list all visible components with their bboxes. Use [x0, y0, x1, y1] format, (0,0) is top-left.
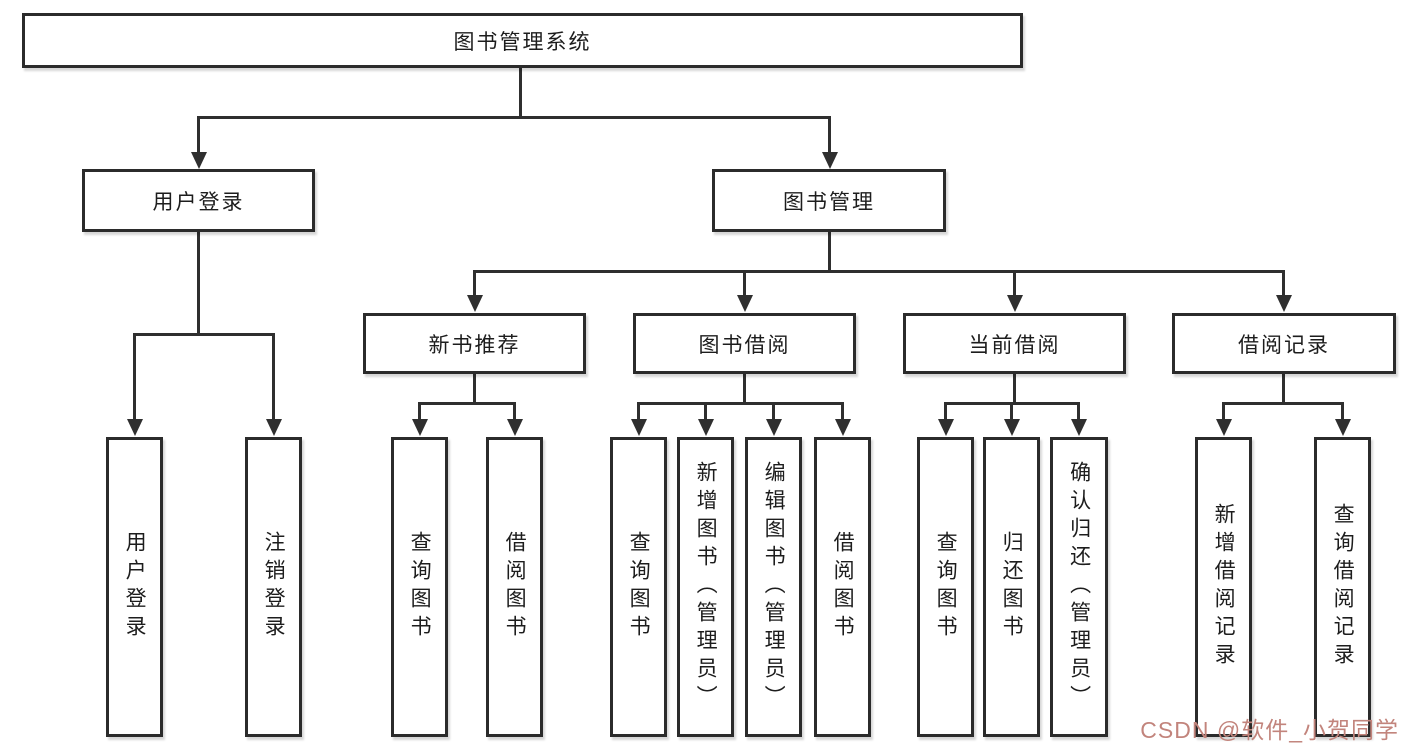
edge-to-leaf — [841, 403, 844, 422]
arrow-down-icon — [736, 295, 753, 312]
edge-to-leaf — [772, 403, 775, 422]
arrow-down-icon — [1215, 419, 1232, 436]
leaf-user-login: 用户登录 — [106, 437, 163, 737]
edge-to-leaf — [944, 403, 947, 422]
arrow-down-icon — [466, 295, 483, 312]
arrow-down-icon — [1006, 295, 1023, 312]
leaf-label: 借阅图书 — [831, 531, 855, 643]
leaf-label: 查询图书 — [627, 531, 651, 643]
edge-to-leaf — [133, 334, 136, 422]
leaf-label: 新增借阅记录 — [1212, 503, 1236, 671]
edge-section-stem — [473, 374, 476, 405]
arrow-down-icon — [126, 419, 143, 436]
arrow-down-icon — [411, 419, 428, 436]
node-current-borrow: 当前借阅 — [903, 313, 1126, 374]
leaf-label: 注销登录 — [262, 531, 286, 643]
arrow-down-icon — [190, 152, 207, 169]
edge-section-stem — [743, 374, 746, 405]
leaf-borrow-books-1: 借阅图书 — [486, 437, 543, 737]
leaf-label: 查询图书 — [408, 531, 432, 643]
edge-to-leaf — [1077, 403, 1080, 422]
leaf-label: 确认归还（管理员） — [1067, 461, 1091, 713]
arrow-down-icon — [821, 152, 838, 169]
node-new-books: 新书推荐 — [363, 313, 586, 374]
node-book-borrow-label: 图书借阅 — [698, 333, 791, 357]
node-root-label: 图书管理系统 — [453, 30, 592, 54]
node-borrow-records: 借阅记录 — [1172, 313, 1396, 374]
leaf-label: 归还图书 — [1000, 531, 1024, 643]
node-user-login: 用户登录 — [82, 169, 315, 232]
arrow-down-icon — [506, 419, 523, 436]
edge-to-leaf — [1010, 403, 1013, 422]
edge-user-login-split — [133, 332, 275, 336]
edge-to-section — [1013, 271, 1016, 298]
node-user-login-label: 用户登录 — [152, 190, 245, 214]
leaf-label: 查询借阅记录 — [1331, 503, 1355, 671]
edge-to-section — [473, 271, 476, 298]
leaf-label: 借阅图书 — [503, 531, 527, 643]
arrow-down-icon — [1003, 419, 1020, 436]
edge-to-section — [1282, 271, 1285, 298]
edge-to-leaf — [704, 403, 707, 422]
leaf-edit-books-admin: 编辑图书（管理员） — [745, 437, 802, 737]
node-current-borrow-label: 当前借阅 — [968, 333, 1061, 357]
node-book-mgmt-label: 图书管理 — [783, 190, 875, 214]
leaf-label: 查询图书 — [934, 531, 958, 643]
edge-section-split — [418, 401, 516, 405]
node-new-books-label: 新书推荐 — [428, 333, 521, 357]
leaf-label: 用户登录 — [123, 531, 147, 643]
leaf-add-books-admin: 新增图书（管理员） — [677, 437, 734, 737]
node-book-mgmt: 图书管理 — [712, 169, 946, 232]
node-root: 图书管理系统 — [22, 13, 1023, 68]
leaf-label: 新增图书（管理员） — [694, 461, 718, 713]
edge-root-split — [197, 115, 831, 119]
edge-section-stem — [1013, 374, 1016, 405]
leaf-label: 编辑图书（管理员） — [762, 461, 786, 713]
edge-to-leaf — [272, 334, 275, 422]
leaf-query-books-2: 查询图书 — [610, 437, 667, 737]
edge-section-split — [637, 401, 844, 405]
node-book-borrow: 图书借阅 — [633, 313, 856, 374]
leaf-return-books: 归还图书 — [983, 437, 1040, 737]
arrow-down-icon — [697, 419, 714, 436]
arrow-down-icon — [765, 419, 782, 436]
leaf-logout: 注销登录 — [245, 437, 302, 737]
csdn-watermark: CSDN @软件_小贺同学 — [1140, 717, 1399, 743]
arrow-down-icon — [265, 419, 282, 436]
arrow-down-icon — [1070, 419, 1087, 436]
leaf-query-books-3: 查询图书 — [917, 437, 974, 737]
edge-section-split — [1222, 401, 1344, 405]
edge-to-leaf — [1222, 403, 1225, 422]
edge-to-leaf — [418, 403, 421, 422]
edge-user-login-stem — [197, 232, 200, 336]
arrow-down-icon — [1334, 419, 1351, 436]
edge-book-mgmt-split — [473, 269, 1285, 273]
edge-book-mgmt-stem — [828, 232, 831, 273]
leaf-confirm-return-admin: 确认归还（管理员） — [1050, 437, 1108, 737]
leaf-add-borrow-record: 新增借阅记录 — [1195, 437, 1252, 737]
edge-to-section — [743, 271, 746, 298]
arrow-down-icon — [1275, 295, 1292, 312]
edge-to-leaf — [637, 403, 640, 422]
edge-to-leaf — [513, 403, 516, 422]
leaf-query-borrow-record: 查询借阅记录 — [1314, 437, 1371, 737]
leaf-borrow-books-2: 借阅图书 — [814, 437, 871, 737]
leaf-query-books-1: 查询图书 — [391, 437, 448, 737]
edge-section-stem — [1282, 374, 1285, 405]
arrow-down-icon — [937, 419, 954, 436]
edge-to-book-mgmt — [828, 117, 831, 155]
arrow-down-icon — [834, 419, 851, 436]
edge-to-leaf — [1341, 403, 1344, 422]
node-borrow-records-label: 借阅记录 — [1238, 333, 1330, 357]
edge-root-stem — [518, 68, 522, 119]
edge-to-user-login — [197, 117, 200, 155]
arrow-down-icon — [630, 419, 647, 436]
